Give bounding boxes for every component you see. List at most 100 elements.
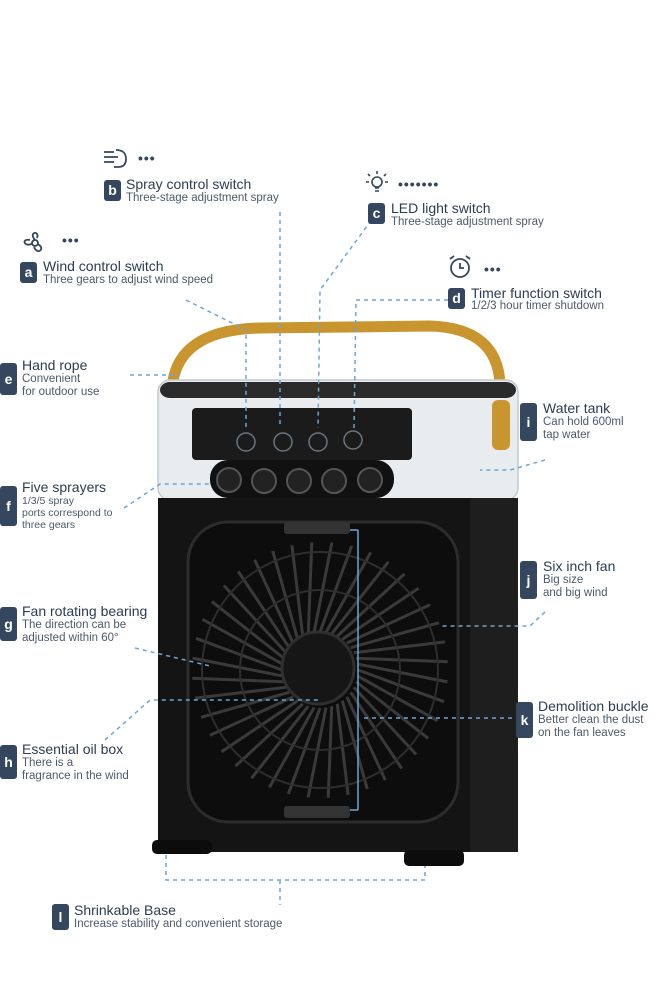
fan-spoke xyxy=(210,600,285,660)
fan-spoke xyxy=(209,695,294,737)
callout-e-title: Hand rope xyxy=(22,357,88,373)
fan-spoke xyxy=(318,545,354,633)
callout-f-desc-1: 1/3/5 spray xyxy=(22,495,74,507)
body-side xyxy=(470,498,518,852)
spray-button xyxy=(273,432,293,452)
callout-g-badge: g xyxy=(0,607,17,641)
callout-k-desc-1: Better clean the dust xyxy=(538,714,644,726)
foot-left xyxy=(152,840,212,854)
callout-k-desc-2: on the fan leaves xyxy=(538,727,626,739)
callout-j-title: Six inch fan xyxy=(543,558,616,574)
fan-spoke xyxy=(324,551,372,634)
callout-a-desc: Three gears to adjust wind speed xyxy=(43,274,214,286)
fan-spoke xyxy=(286,707,322,795)
guide-lines xyxy=(104,212,546,905)
fan-spoke xyxy=(222,584,288,654)
sprayer-4 xyxy=(321,468,347,494)
callout-b-desc: Three-stage adjustment spray xyxy=(126,192,279,204)
light-button xyxy=(308,432,328,452)
callout-h-desc-1: There is a xyxy=(22,757,74,769)
fan-spoke xyxy=(306,707,328,798)
callout-b-badge: b xyxy=(104,180,121,201)
hand-rope xyxy=(166,320,506,396)
fan-spoke xyxy=(356,656,448,664)
callout-c-title: LED light switch xyxy=(391,200,491,216)
callout-c-desc: Three-stage adjustment spray xyxy=(391,216,544,228)
callout-d-dots: ••• xyxy=(484,261,502,277)
fan-spoke xyxy=(234,702,304,768)
fan-spoke xyxy=(355,680,430,740)
callout-j-badge: j xyxy=(520,561,537,599)
tank-lid xyxy=(160,382,516,398)
fan-spoke xyxy=(346,603,431,645)
fan-spoke xyxy=(253,559,295,644)
light-bulb-icon xyxy=(366,171,388,192)
fan-spoke xyxy=(335,703,350,796)
callout-i-badge: i xyxy=(520,403,537,441)
fan-blades xyxy=(192,542,448,798)
spray-icon xyxy=(104,149,127,168)
top-buckle xyxy=(284,522,350,534)
fan-ring-outer xyxy=(201,551,439,789)
callout-l-badge: l xyxy=(52,904,69,930)
fan-spoke xyxy=(341,587,420,641)
fan-spoke xyxy=(353,640,446,655)
fan-spoke xyxy=(312,542,334,633)
callout-a-dots: ••• xyxy=(62,232,80,248)
callout-e-desc-2: for outdoor use xyxy=(22,386,100,398)
sprayer-5 xyxy=(357,467,383,493)
callout-d-desc: 1/2/3 hour timer shutdown xyxy=(471,300,604,312)
callout-d-title: Timer function switch xyxy=(471,285,602,301)
fan-hub xyxy=(280,630,356,706)
alarm-clock-icon xyxy=(449,255,471,278)
callout-b-dots: ••• xyxy=(138,150,156,166)
callout-e-desc-1: Convenient xyxy=(22,373,81,385)
fan-spoke xyxy=(200,690,290,719)
fan-spoke xyxy=(357,662,448,684)
callout-g-desc-1: The direction can be xyxy=(22,619,127,631)
callout-f-title: Five sprayers xyxy=(22,479,107,495)
callout-j-desc-1: Big size xyxy=(543,574,584,586)
callout-k-badge: k xyxy=(516,702,533,738)
fan-spoke xyxy=(357,668,445,704)
sprayer-3 xyxy=(286,468,312,494)
callout-d-badge: d xyxy=(448,288,465,309)
bottom-buckle xyxy=(284,806,350,818)
callout-g-title: Fan rotating bearing xyxy=(22,603,148,619)
foot-right xyxy=(404,850,464,866)
callout-i-title: Water tank xyxy=(543,400,611,416)
callout-h-desc-2: fragrance in the wind xyxy=(22,770,129,782)
callout-i-desc-1: Can hold 600ml xyxy=(543,416,624,428)
sprayer-2 xyxy=(251,468,277,494)
callout-k-title: Demolition buckle xyxy=(538,698,649,714)
fan-spoke xyxy=(220,699,299,753)
fan-spoke xyxy=(201,618,284,666)
callout-i-desc-2: tap water xyxy=(543,429,591,441)
callout-j-desc-2: and big wind xyxy=(543,587,608,599)
callout-a-badge: a xyxy=(20,262,37,283)
fan-spoke xyxy=(352,686,418,756)
sprayer-1 xyxy=(216,467,242,493)
callout-h-badge: h xyxy=(0,745,17,779)
handle-mount-right xyxy=(492,400,510,450)
callout-f-badge: f xyxy=(0,486,17,526)
fan-spoke xyxy=(290,544,305,637)
callout-f-desc-2: ports correspond to xyxy=(22,507,113,519)
callout-l-desc: Increase stability and convenient storag… xyxy=(74,918,283,930)
control-panel xyxy=(192,408,412,460)
fan-spoke xyxy=(345,696,387,781)
callout-c-badge: c xyxy=(368,203,385,224)
fan-spoke xyxy=(340,700,369,790)
fan-spoke xyxy=(306,542,314,634)
fan-spoke xyxy=(194,685,287,700)
fan-spoke xyxy=(326,706,334,798)
fan-icon xyxy=(23,232,43,252)
timer-button xyxy=(343,430,363,450)
callout-e-badge: e xyxy=(0,363,17,395)
fan-spoke xyxy=(336,572,406,638)
callout-g-desc-2: adjusted within 60° xyxy=(22,632,119,644)
fan-spoke xyxy=(192,656,283,678)
fan-spoke xyxy=(192,676,284,684)
callout-a-title: Wind control switch xyxy=(43,258,164,274)
